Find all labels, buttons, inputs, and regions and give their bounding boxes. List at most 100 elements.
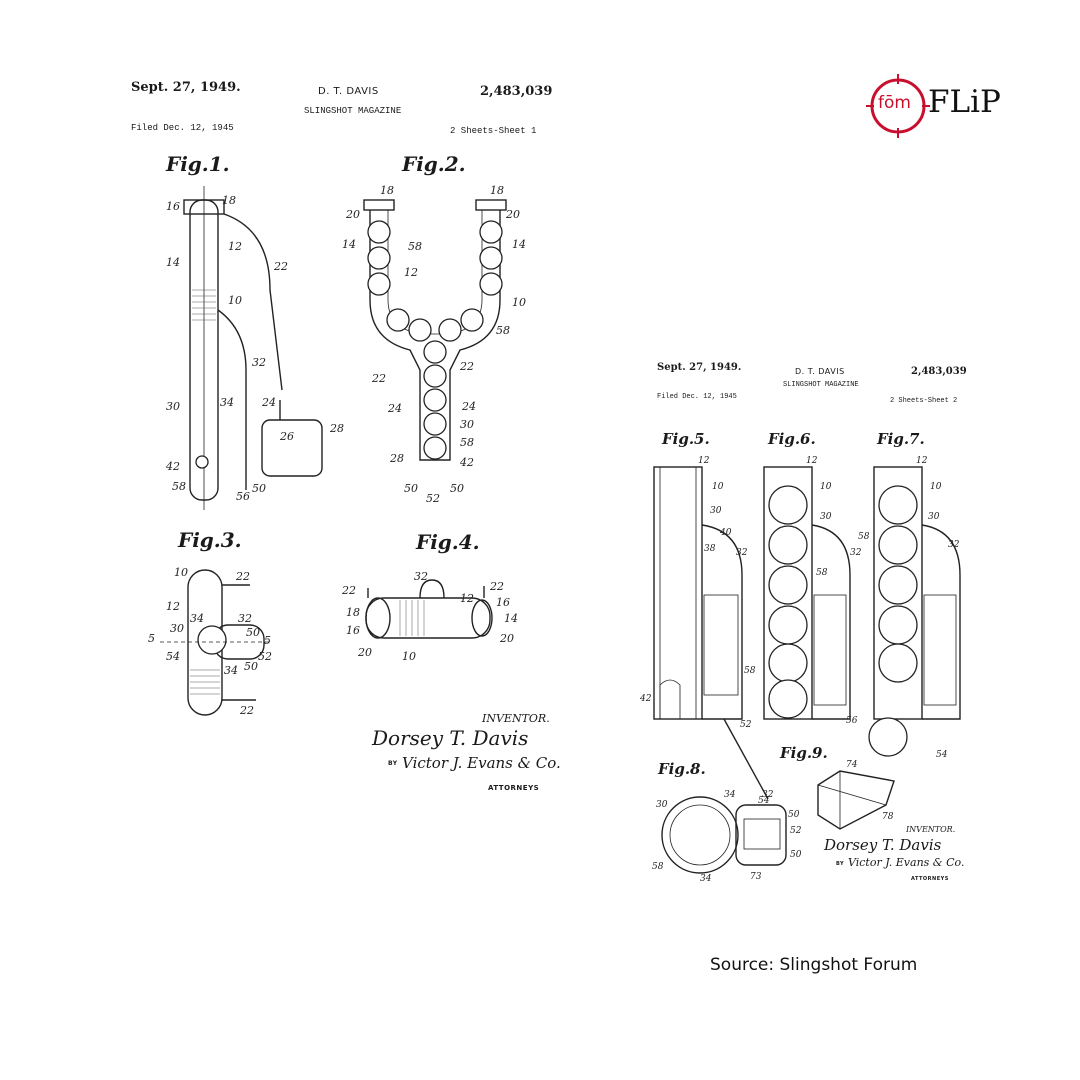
svg-text:54: 54 (758, 796, 770, 806)
sheet1-signature: Dorsey T. Davis (372, 726, 529, 750)
svg-text:40: 40 (719, 528, 732, 538)
svg-text:12: 12 (806, 456, 818, 466)
svg-text:50: 50 (252, 482, 266, 495)
sheet2-filed: Filed Dec. 12, 1945 (657, 393, 737, 401)
svg-text:14: 14 (504, 612, 518, 625)
fig-8-label: Fig.8. (658, 760, 706, 778)
svg-text:22: 22 (489, 580, 504, 593)
fig7-drawing: 12 10 30 32 58 54 (858, 456, 961, 760)
sheet2-signature: Dorsey T. Davis (824, 836, 942, 854)
svg-text:12: 12 (228, 240, 242, 253)
fig-9-label: Fig.9. (780, 744, 828, 762)
svg-text:20: 20 (357, 646, 372, 659)
svg-text:58: 58 (652, 862, 664, 872)
svg-text:20: 20 (499, 632, 514, 645)
svg-text:56: 56 (846, 716, 858, 726)
sheet2-inventor-label: INVENTOR. (906, 825, 956, 834)
sheet2-by: BY (836, 861, 845, 867)
svg-text:58: 58 (816, 568, 828, 578)
fig-3-label: Fig.3. (178, 528, 242, 552)
svg-text:18: 18 (380, 184, 394, 197)
svg-text:58: 58 (496, 324, 510, 337)
sheet2-patent-no: 2,483,039 (911, 366, 967, 377)
svg-text:32: 32 (238, 612, 252, 625)
svg-text:16: 16 (166, 200, 180, 213)
svg-text:20: 20 (505, 208, 520, 221)
svg-text:10: 10 (712, 482, 724, 492)
svg-text:34: 34 (724, 790, 736, 800)
svg-text:18: 18 (346, 606, 360, 619)
source-caption: Source: Slingshot Forum (710, 955, 918, 975)
sheet1-by: BY (388, 760, 398, 767)
fig-2-label: Fig.2. (402, 152, 466, 176)
svg-text:5: 5 (264, 634, 271, 647)
svg-text:34: 34 (700, 874, 712, 884)
svg-text:24: 24 (387, 402, 402, 415)
svg-text:20: 20 (345, 208, 360, 221)
svg-text:18: 18 (222, 194, 236, 207)
svg-text:14: 14 (166, 256, 180, 269)
svg-text:34: 34 (190, 612, 204, 625)
svg-text:30: 30 (170, 622, 184, 635)
svg-text:42: 42 (165, 460, 180, 473)
svg-text:12: 12 (916, 456, 928, 466)
sheet2-date: Sept. 27, 1949. (657, 362, 742, 373)
svg-text:58: 58 (858, 532, 870, 542)
svg-text:50: 50 (244, 660, 258, 673)
svg-text:54: 54 (936, 750, 948, 760)
svg-text:24: 24 (461, 400, 476, 413)
fig4-drawing: 32 12 22 22 16 14 18 16 20 20 10 (341, 570, 518, 663)
svg-text:10: 10 (512, 296, 526, 309)
svg-text:28: 28 (329, 422, 344, 435)
sheet1-drawings: 16 18 14 12 22 10 32 30 34 24 28 26 42 5… (148, 184, 526, 717)
svg-text:52: 52 (740, 720, 752, 730)
svg-text:50: 50 (790, 850, 802, 860)
svg-text:42: 42 (640, 694, 652, 704)
svg-text:30: 30 (166, 400, 180, 413)
svg-text:74: 74 (846, 760, 858, 770)
fig9-drawing: 74 78 (817, 760, 895, 830)
sheet1-filed: Filed Dec. 12, 1945 (131, 123, 234, 133)
svg-text:52: 52 (790, 826, 802, 836)
svg-text:42: 42 (459, 456, 474, 469)
svg-text:58: 58 (460, 436, 474, 449)
svg-text:18: 18 (490, 184, 504, 197)
svg-text:30: 30 (710, 506, 722, 516)
svg-text:22: 22 (459, 360, 474, 373)
svg-text:10: 10 (228, 294, 242, 307)
svg-text:73: 73 (750, 872, 762, 882)
logo-text-left: fōm (878, 93, 911, 113)
svg-text:26: 26 (279, 430, 294, 443)
svg-text:16: 16 (346, 624, 360, 637)
svg-text:10: 10 (174, 566, 188, 579)
svg-text:30: 30 (656, 800, 668, 810)
svg-text:50: 50 (246, 626, 260, 639)
fig-7-label: Fig.7. (877, 430, 925, 448)
svg-text:24: 24 (261, 396, 276, 409)
svg-text:34: 34 (220, 396, 234, 409)
crosshair-icon (866, 74, 930, 138)
svg-text:10: 10 (930, 482, 942, 492)
brand-logo: fōm FLiP (866, 74, 1016, 138)
sheet1-sheets: 2 Sheets-Sheet 1 (450, 126, 537, 136)
svg-text:28: 28 (389, 452, 404, 465)
fig-4-label: Fig.4. (416, 530, 480, 554)
svg-text:22: 22 (235, 570, 250, 583)
sheet1-inventor-label: INVENTOR. (482, 712, 550, 725)
svg-text:50: 50 (788, 810, 800, 820)
svg-text:14: 14 (342, 238, 356, 251)
svg-text:12: 12 (166, 600, 180, 613)
svg-text:16: 16 (496, 596, 510, 609)
svg-text:30: 30 (928, 512, 940, 522)
svg-text:32: 32 (850, 548, 862, 558)
svg-text:56: 56 (236, 490, 250, 503)
svg-text:54: 54 (166, 650, 180, 663)
svg-text:58: 58 (172, 480, 186, 493)
svg-text:50: 50 (404, 482, 418, 495)
fig-5-label: Fig.5. (662, 430, 710, 448)
fig8-drawing: 30 34 32 50 52 50 58 34 73 (652, 790, 802, 884)
svg-text:14: 14 (512, 238, 526, 251)
svg-text:10: 10 (820, 482, 832, 492)
svg-text:32: 32 (948, 540, 960, 550)
sheet2-inventor: D. T. DAVIS (795, 367, 845, 376)
